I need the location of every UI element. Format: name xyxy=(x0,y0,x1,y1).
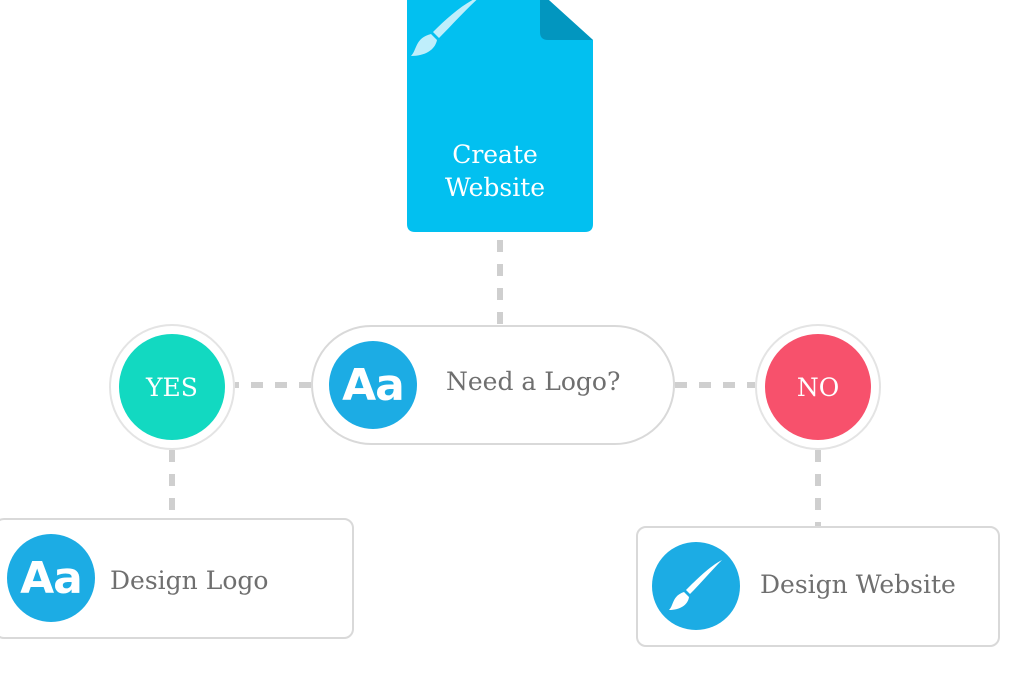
no-label: NO xyxy=(765,334,871,440)
need-logo-decision-node[interactable]: Aa Need a Logo? xyxy=(311,325,675,445)
document-label: Create Website xyxy=(444,140,546,202)
yes-node[interactable]: YES xyxy=(109,324,235,450)
design-logo-label: Design Logo xyxy=(110,566,269,595)
paintbrush-icon xyxy=(652,542,740,630)
create-website-document-node[interactable]: Create Website xyxy=(407,0,593,232)
document-shape xyxy=(407,0,593,232)
paintbrush-icon xyxy=(411,0,477,56)
design-logo-node[interactable]: Aa Design Logo xyxy=(0,518,354,639)
design-website-node[interactable]: Design Website xyxy=(636,526,1000,647)
decision-label: Need a Logo? xyxy=(446,367,621,396)
design-website-label: Design Website xyxy=(760,570,956,599)
font-aa-icon: Aa xyxy=(329,341,417,429)
no-node[interactable]: NO xyxy=(755,324,881,450)
yes-label: YES xyxy=(119,334,225,440)
font-aa-icon: Aa xyxy=(7,534,95,622)
